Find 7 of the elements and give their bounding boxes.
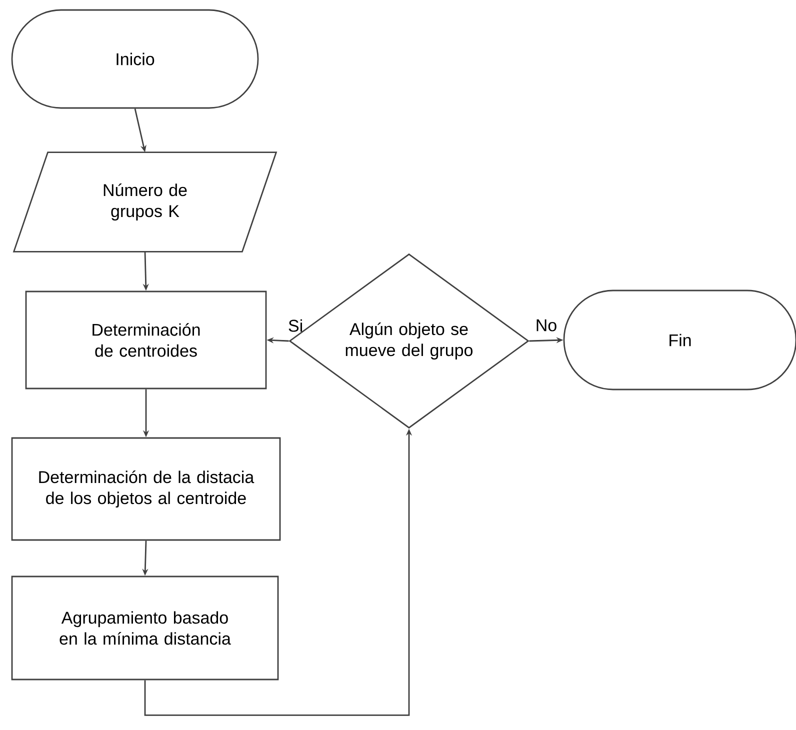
edge-label: Si [288,319,302,332]
end-terminal: Fin [563,290,796,390]
edge-label: No [536,319,556,332]
start-terminal: Inicio [11,9,259,109]
process-box: Agrupamiento basado en la mínima distancia [11,576,279,680]
process-box: Determinación de centroides [25,290,267,390]
process-box: Determinación de la distacia de los objetos al centroide [11,437,281,541]
